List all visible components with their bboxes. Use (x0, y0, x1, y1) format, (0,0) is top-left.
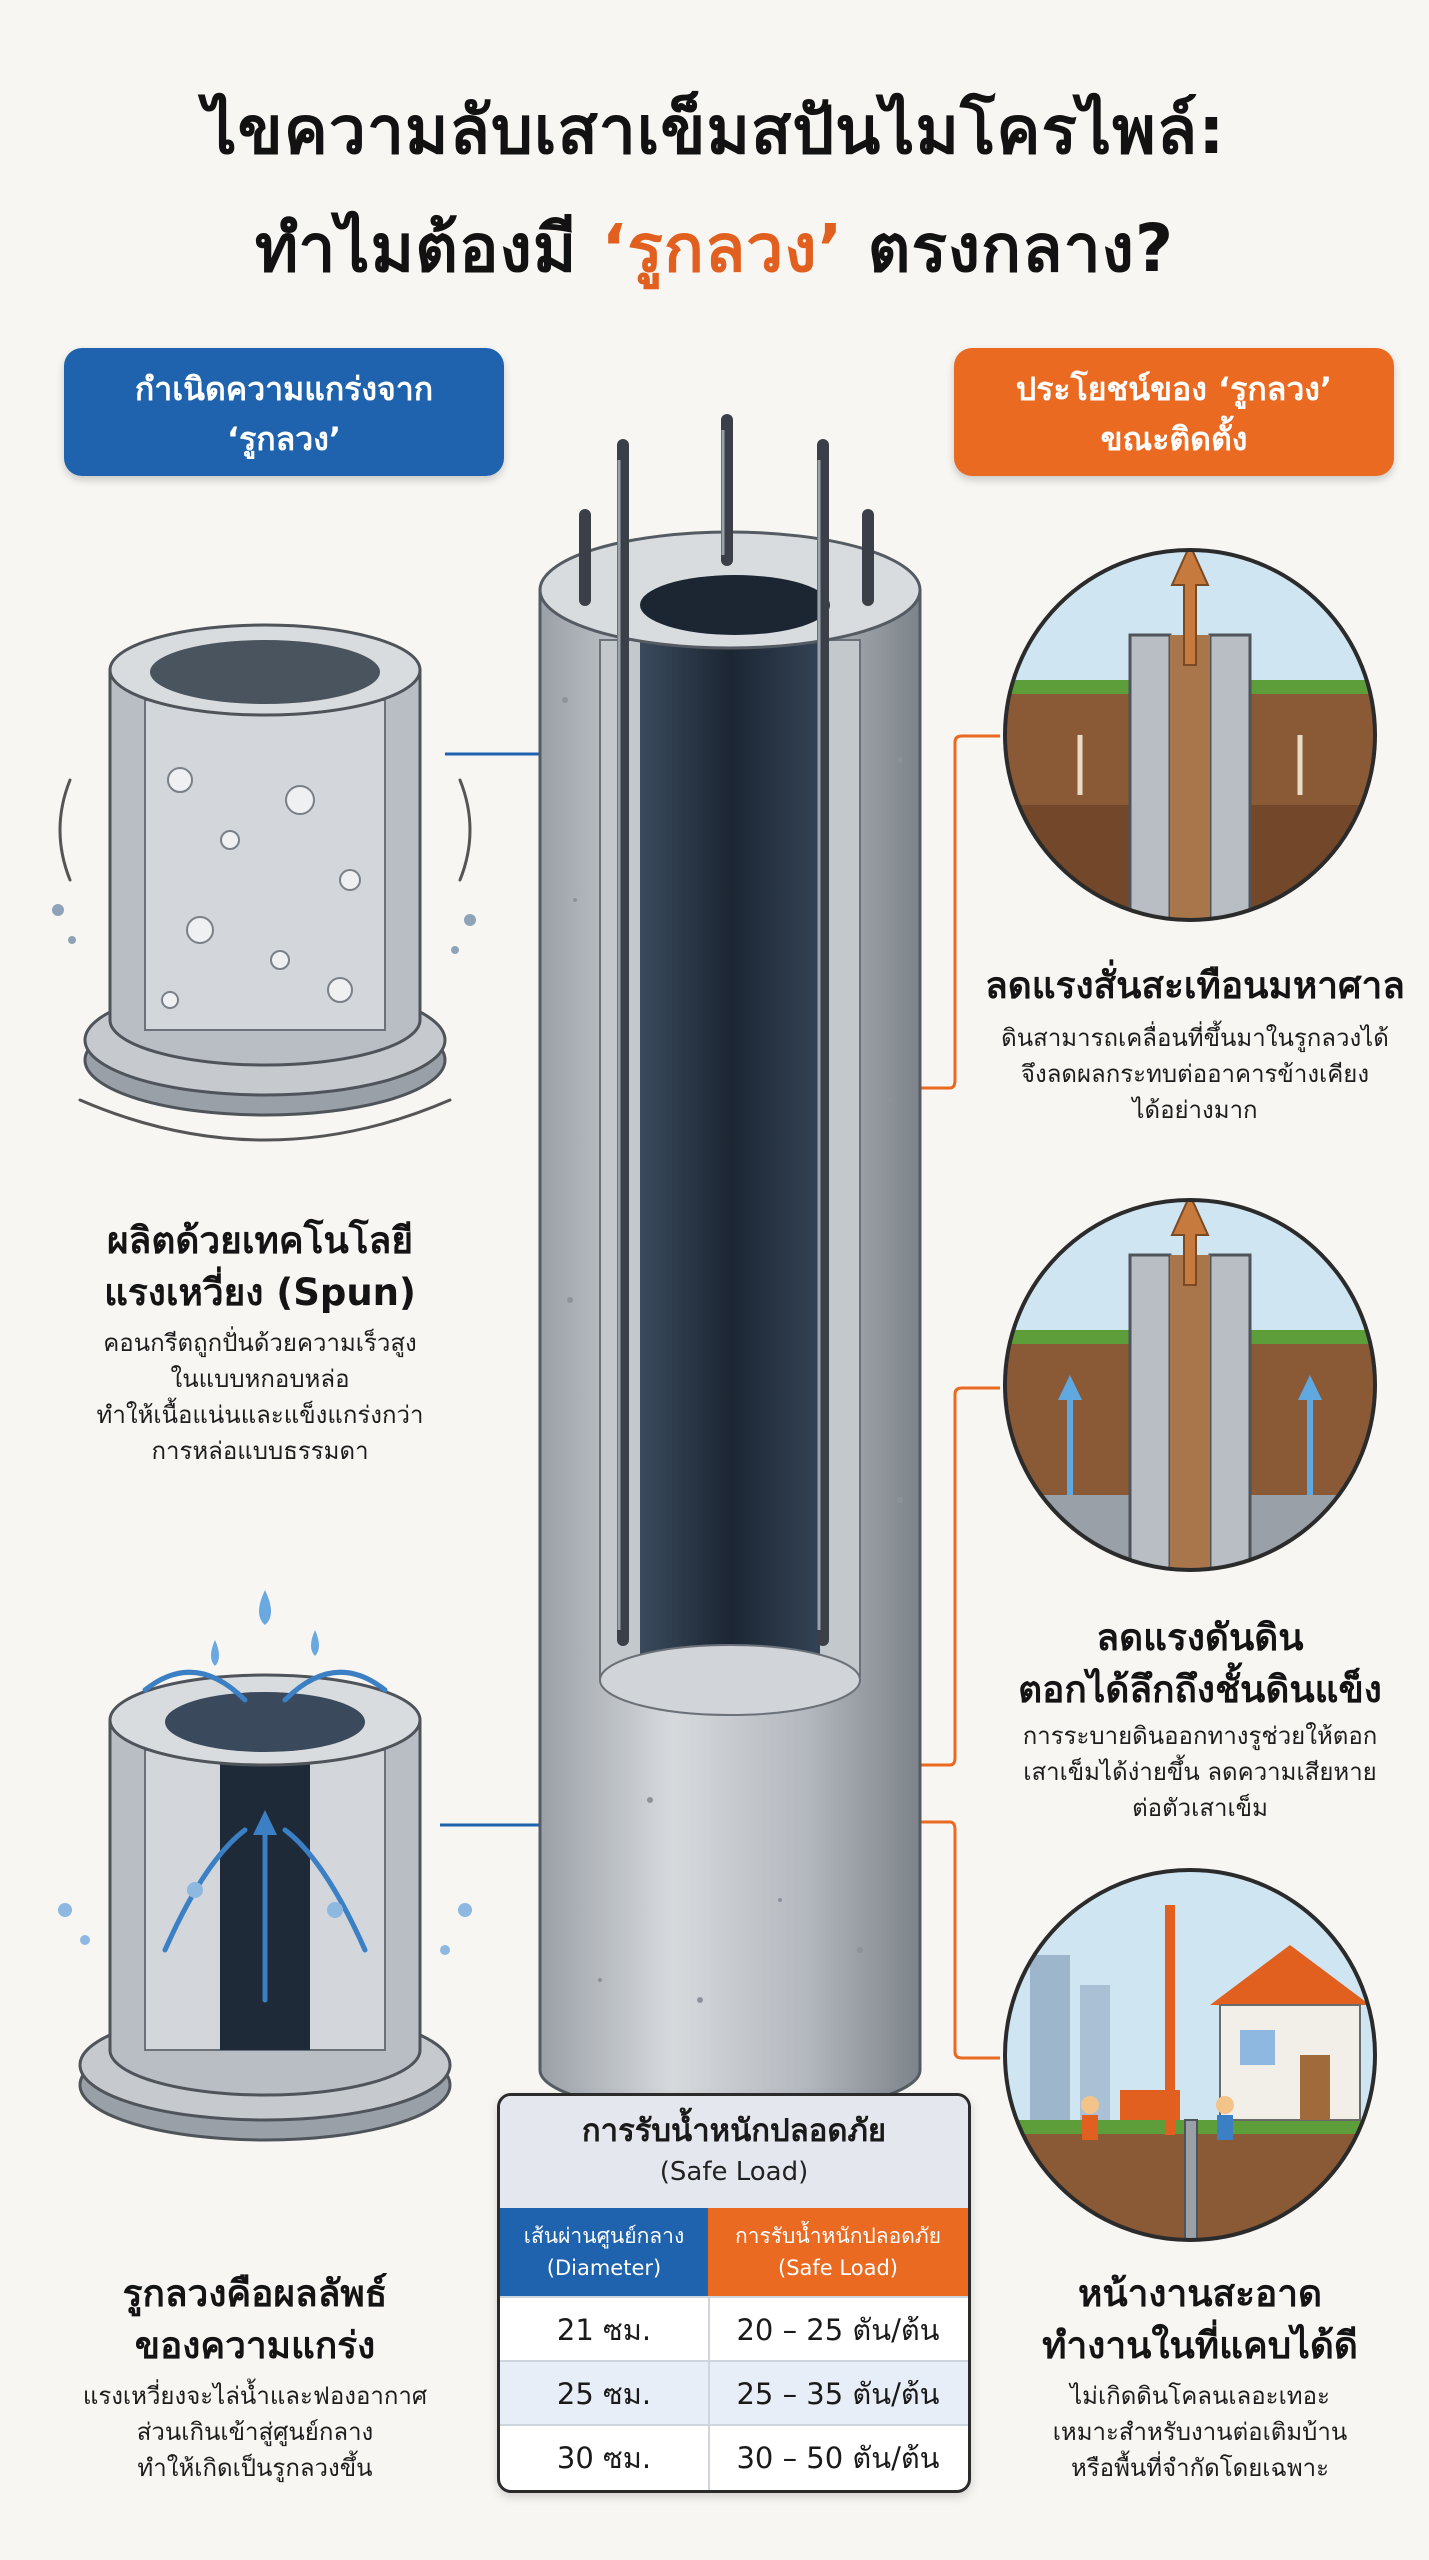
table-cell-load: 30 – 50 ตัน/ต้น (736, 2441, 940, 2475)
clean-desc-line3: หรือพื้นที่จำกัดโดยเฉพาะ (1070, 2454, 1330, 2482)
hollow-heading-line2: ของความแกร่ง (134, 2324, 376, 2367)
table-header-diameter: เส้นผ่านศูนย์กลาง (Diameter) (500, 2208, 708, 2296)
spun-cylinder-illustration (52, 623, 476, 1142)
left-badge-line1: กำเนิดความแกร่งจาก (134, 370, 434, 408)
vibration-heading-line1: ลดแรงสั่นสะเทือนมหาศาล (985, 964, 1405, 1007)
clean-heading: หน้างานสะอาด ทำงานในที่แคบได้ดี (990, 2268, 1410, 2372)
table-cell-load: 20 – 25 ตัน/ต้น (736, 2313, 940, 2347)
vibration-description: ดินสามารถเคลื่อนที่ขึ้นมาในรูกลวงได้ จึง… (970, 1020, 1420, 1128)
vibration-desc-line2: จึงลดผลกระทบต่ออาคารข้างเคียง (1020, 1060, 1370, 1088)
hollow-desc-line3: ทำให้เกิดเป็นรูกลวงขึ้น (137, 2454, 373, 2482)
col1-line2: (Diameter) (546, 2256, 662, 2280)
soil-desc-line3: ต่อตัวเสาเข็ม (1132, 1794, 1268, 1822)
clean-desc-line2: เหมาะสำหรับงานต่อเติมบ้าน (1052, 2418, 1348, 2446)
hollow-desc-line2: ส่วนเกินเข้าสู่ศูนย์กลาง (136, 2418, 374, 2446)
title-line2-after: ตรงกลาง? (867, 210, 1175, 287)
table-row: 25 ซม. 25 – 35 ตัน/ต้น (500, 2360, 968, 2426)
vibration-desc-line3: ได้อย่างมาก (1132, 1096, 1258, 1124)
soil-description: การระบายดินออกทางรูช่วยให้ตอก เสาเข็มได้… (975, 1718, 1425, 1826)
table-cell-load: 25 – 35 ตัน/ต้น (736, 2377, 940, 2411)
hollow-heading: รูกลวงคือผลลัพธ์ ของความแกร่ง (55, 2268, 455, 2372)
spun-desc-line3: ทำให้เนื้อแน่นและแข็งแกร่งกว่า (96, 1401, 424, 1429)
soil-heading-line2: ตอกได้ลึกถึงชั้นดินแข็ง (1018, 1668, 1382, 1711)
table-row: 21 ซม. 20 – 25 ตัน/ต้น (500, 2296, 968, 2362)
hollow-desc-line1: แรงเหวี่ยงจะไล่น้ำและฟองอากาศ (82, 2382, 428, 2410)
left-badge-line2: ‘รูกลวง’ (226, 420, 342, 458)
table-cell-diameter: 30 ซม. (500, 2426, 710, 2490)
hollow-heading-line1: รูกลวงคือผลลัพธ์ (122, 2272, 388, 2315)
spun-heading-line2: แรงเหวี่ยง (Spun) (104, 1271, 416, 1314)
right-badge-line2: ขณะติดตั้ง (1100, 420, 1248, 458)
hollow-description: แรงเหวี่ยงจะไล่น้ำและฟองอากาศ ส่วนเกินเข… (40, 2378, 470, 2486)
table-title: การรับน้ำหนักปลอดภัย (Safe Load) (500, 2096, 968, 2208)
table-title-line2: (Safe Load) (659, 2157, 809, 2187)
construction-site-illustration (1003, 1868, 1377, 2242)
title-line2-before: ทำไมต้องมี (254, 210, 578, 287)
spun-desc-line2: ในแบบหกอบหล่อ (170, 1365, 350, 1393)
spun-description: คอนกรีตถูกปั่นด้วยความเร็วสูง ในแบบหกอบห… (40, 1325, 480, 1469)
table-cell-diameter: 25 ซม. (500, 2362, 710, 2426)
right-section-badge: ประโยชน์ของ ‘รูกลวง’ ขณะติดตั้ง (954, 348, 1394, 476)
soil-rising-illustration (1003, 548, 1377, 922)
spun-desc-line1: คอนกรีตถูกปั่นด้วยความเร็วสูง (103, 1329, 417, 1357)
left-section-badge: กำเนิดความแกร่งจาก ‘รูกลวง’ (64, 348, 504, 476)
soil-desc-line2: เสาเข็มได้ง่ายขึ้น ลดความเสียหาย (1023, 1758, 1377, 1786)
page-title-line2: ทำไมต้องมี ‘รูกลวง’ ตรงกลาง? (0, 196, 1429, 301)
soil-heading: ลดแรงดันดิน ตอกได้ลึกถึงชั้นดินแข็ง (980, 1612, 1420, 1716)
title-line2-accent: ‘รูกลวง’ (601, 210, 844, 287)
spun-heading-line1: ผลิตด้วยเทคโนโลยี (106, 1219, 414, 1262)
vibration-desc-line1: ดินสามารถเคลื่อนที่ขึ้นมาในรูกลวงได้ (1001, 1024, 1389, 1052)
clean-description: ไม่เกิดดินโคลนเลอะเทอะ เหมาะสำหรับงานต่อ… (1000, 2378, 1400, 2486)
spun-desc-line4: การหล่อแบบธรรมดา (151, 1437, 369, 1465)
water-expulsion-illustration (58, 1590, 472, 2142)
soil-heading-line1: ลดแรงดันดิน (1096, 1616, 1304, 1659)
col2-line2: (Safe Load) (778, 2256, 898, 2280)
table-header-safe-load: การรับน้ำหนักปลอดภัย (Safe Load) (708, 2208, 968, 2296)
col2-line1: การรับน้ำหนักปลอดภัย (734, 2224, 942, 2248)
soil-pressure-illustration (1003, 1198, 1377, 1572)
table-row: 30 ซม. 30 – 50 ตัน/ต้น (500, 2424, 968, 2490)
table-cell-diameter: 21 ซม. (500, 2298, 710, 2362)
vibration-heading: ลดแรงสั่นสะเทือนมหาศาล (960, 960, 1429, 1012)
spun-heading: ผลิตด้วยเทคโนโลยี แรงเหวี่ยง (Spun) (60, 1215, 460, 1319)
clean-heading-line1: หน้างานสะอาด (1077, 2272, 1323, 2315)
page-title-line1: ไขความลับเสาเข็มสปันไมโครไพล์: (203, 92, 1226, 169)
soil-desc-line1: การระบายดินออกทางรูช่วยให้ตอก (1022, 1722, 1378, 1750)
clean-heading-line2: ทำงานในที่แคบได้ดี (1042, 2324, 1358, 2367)
clean-desc-line1: ไม่เกิดดินโคลนเลอะเทอะ (1070, 2382, 1330, 2410)
col1-line1: เส้นผ่านศูนย์กลาง (523, 2224, 685, 2248)
table-title-line1: การรับน้ำหนักปลอดภัย (581, 2113, 887, 2149)
right-badge-line1: ประโยชน์ของ ‘รูกลวง’ (1015, 370, 1333, 408)
safe-load-table: การรับน้ำหนักปลอดภัย (Safe Load) เส้นผ่า… (497, 2093, 971, 2493)
